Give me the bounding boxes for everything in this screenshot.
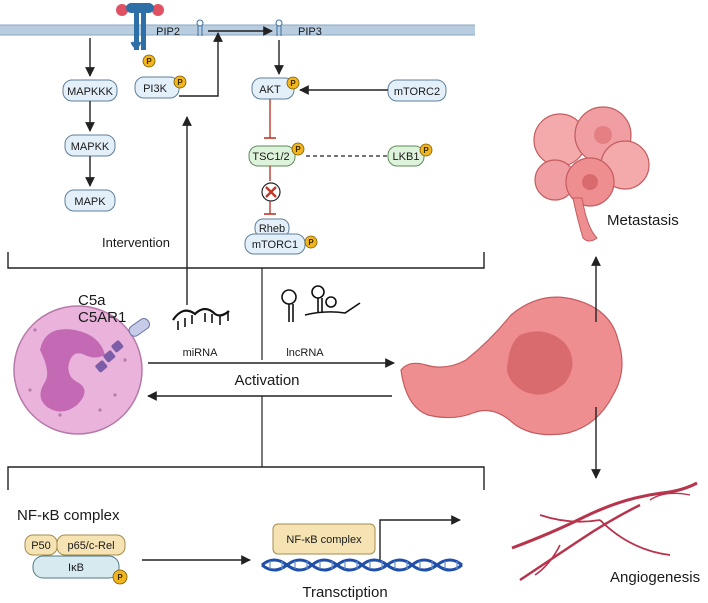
svg-text:mTORC2: mTORC2 xyxy=(394,86,440,98)
pip3-lipid-icon xyxy=(275,19,283,36)
metastasis-label: Metastasis xyxy=(607,212,679,229)
mirna-label: miRNA xyxy=(183,347,218,359)
mtorc1-phospho-badge: P xyxy=(304,235,318,249)
pi3k-node: PI3K xyxy=(134,76,180,99)
svg-text:PI3K: PI3K xyxy=(143,83,168,95)
rheb-node: Rheb xyxy=(254,218,290,238)
svg-text:P: P xyxy=(177,78,183,87)
intervention-label: Intervention xyxy=(102,235,170,250)
svg-text:P50: P50 xyxy=(31,540,51,552)
svg-text:p65/c-Rel: p65/c-Rel xyxy=(67,540,114,552)
metastasis-cluster xyxy=(533,106,650,242)
svg-text:TSC1/2: TSC1/2 xyxy=(252,151,289,163)
nfkb-complex-title: NF-κB complex xyxy=(17,507,120,524)
receptor-phospho-badge: P xyxy=(142,54,156,68)
svg-text:P: P xyxy=(290,79,296,88)
lkb1-phospho-badge: P xyxy=(419,143,433,157)
svg-text:IκB: IκB xyxy=(68,562,84,574)
ikb-phospho-badge: P xyxy=(112,569,128,585)
dna-helix-icon xyxy=(261,558,463,572)
p65-subunit: p65/c-Rel xyxy=(56,534,126,556)
lncrna-icon xyxy=(281,285,361,322)
mirna-icon xyxy=(172,307,230,330)
akt-node: AKT xyxy=(251,77,295,100)
angiogenesis-vessels-icon xyxy=(511,481,698,582)
tsc-node: TSC1/2 xyxy=(248,145,296,167)
pi3k-phospho-badge: P xyxy=(173,75,187,89)
blocked-x-icon xyxy=(261,182,281,202)
svg-text:Rheb: Rheb xyxy=(259,223,285,235)
mapk-node: MAPK xyxy=(64,189,116,212)
svg-text:MAPKK: MAPKK xyxy=(71,141,110,153)
pip3-label: PIP3 xyxy=(298,26,322,38)
block-inhibits-rheb-line xyxy=(264,201,276,215)
svg-text:LKB1: LKB1 xyxy=(393,151,420,163)
mapkkk-node: MAPKKK xyxy=(62,79,118,102)
svg-text:P: P xyxy=(308,238,314,247)
lkb1-node: LKB1 xyxy=(387,145,425,167)
top-bracket xyxy=(7,252,485,269)
akt-inhibits-tsc-line xyxy=(264,99,276,139)
pip2-label: PIP2 xyxy=(156,26,180,38)
tsc-phospho-badge: P xyxy=(291,142,305,156)
svg-text:MAPK: MAPK xyxy=(74,196,106,208)
p50-subunit: P50 xyxy=(24,534,58,556)
pip2-lipid-icon xyxy=(196,19,204,36)
akt-phospho-badge: P xyxy=(286,76,300,90)
nfkb-box: NF-κB complex xyxy=(272,523,376,555)
svg-text:P: P xyxy=(146,57,152,66)
c5ar1-label: C5AR1 xyxy=(78,309,126,326)
svg-text:NF-κB complex: NF-κB complex xyxy=(286,534,362,546)
bottom-bracket xyxy=(7,466,485,490)
receptor-tyrosine-kinase-icon xyxy=(116,3,164,50)
lncrna-label: lncRNA xyxy=(286,347,324,359)
c5a-ligand-icon xyxy=(128,318,150,337)
angiogenesis-label: Angiogenesis xyxy=(610,569,700,586)
transcription-start-arrow xyxy=(379,515,461,560)
cell-membrane xyxy=(0,24,475,36)
mtorc2-node: mTORC2 xyxy=(387,79,447,102)
mapkk-node: MAPKK xyxy=(64,134,116,157)
svg-text:mTORC1: mTORC1 xyxy=(252,239,298,251)
pi3k-to-pip-arrow xyxy=(179,32,223,97)
c5a-label: C5a xyxy=(78,292,106,309)
ikb-subunit: IκB xyxy=(32,555,120,579)
svg-text:P: P xyxy=(423,146,429,155)
svg-text:MAPKKK: MAPKKK xyxy=(67,86,114,98)
c5ar1-receptor-icon xyxy=(95,340,124,373)
svg-text:P: P xyxy=(117,573,123,582)
activation-label: Activation xyxy=(234,372,299,389)
tumor-cell xyxy=(400,296,623,436)
mtorc1-node: mTORC1 xyxy=(244,233,306,255)
svg-text:P: P xyxy=(295,145,301,154)
neutrophil-cell xyxy=(13,305,143,435)
svg-text:AKT: AKT xyxy=(259,84,281,96)
transcription-label: Transctiption xyxy=(302,584,387,601)
